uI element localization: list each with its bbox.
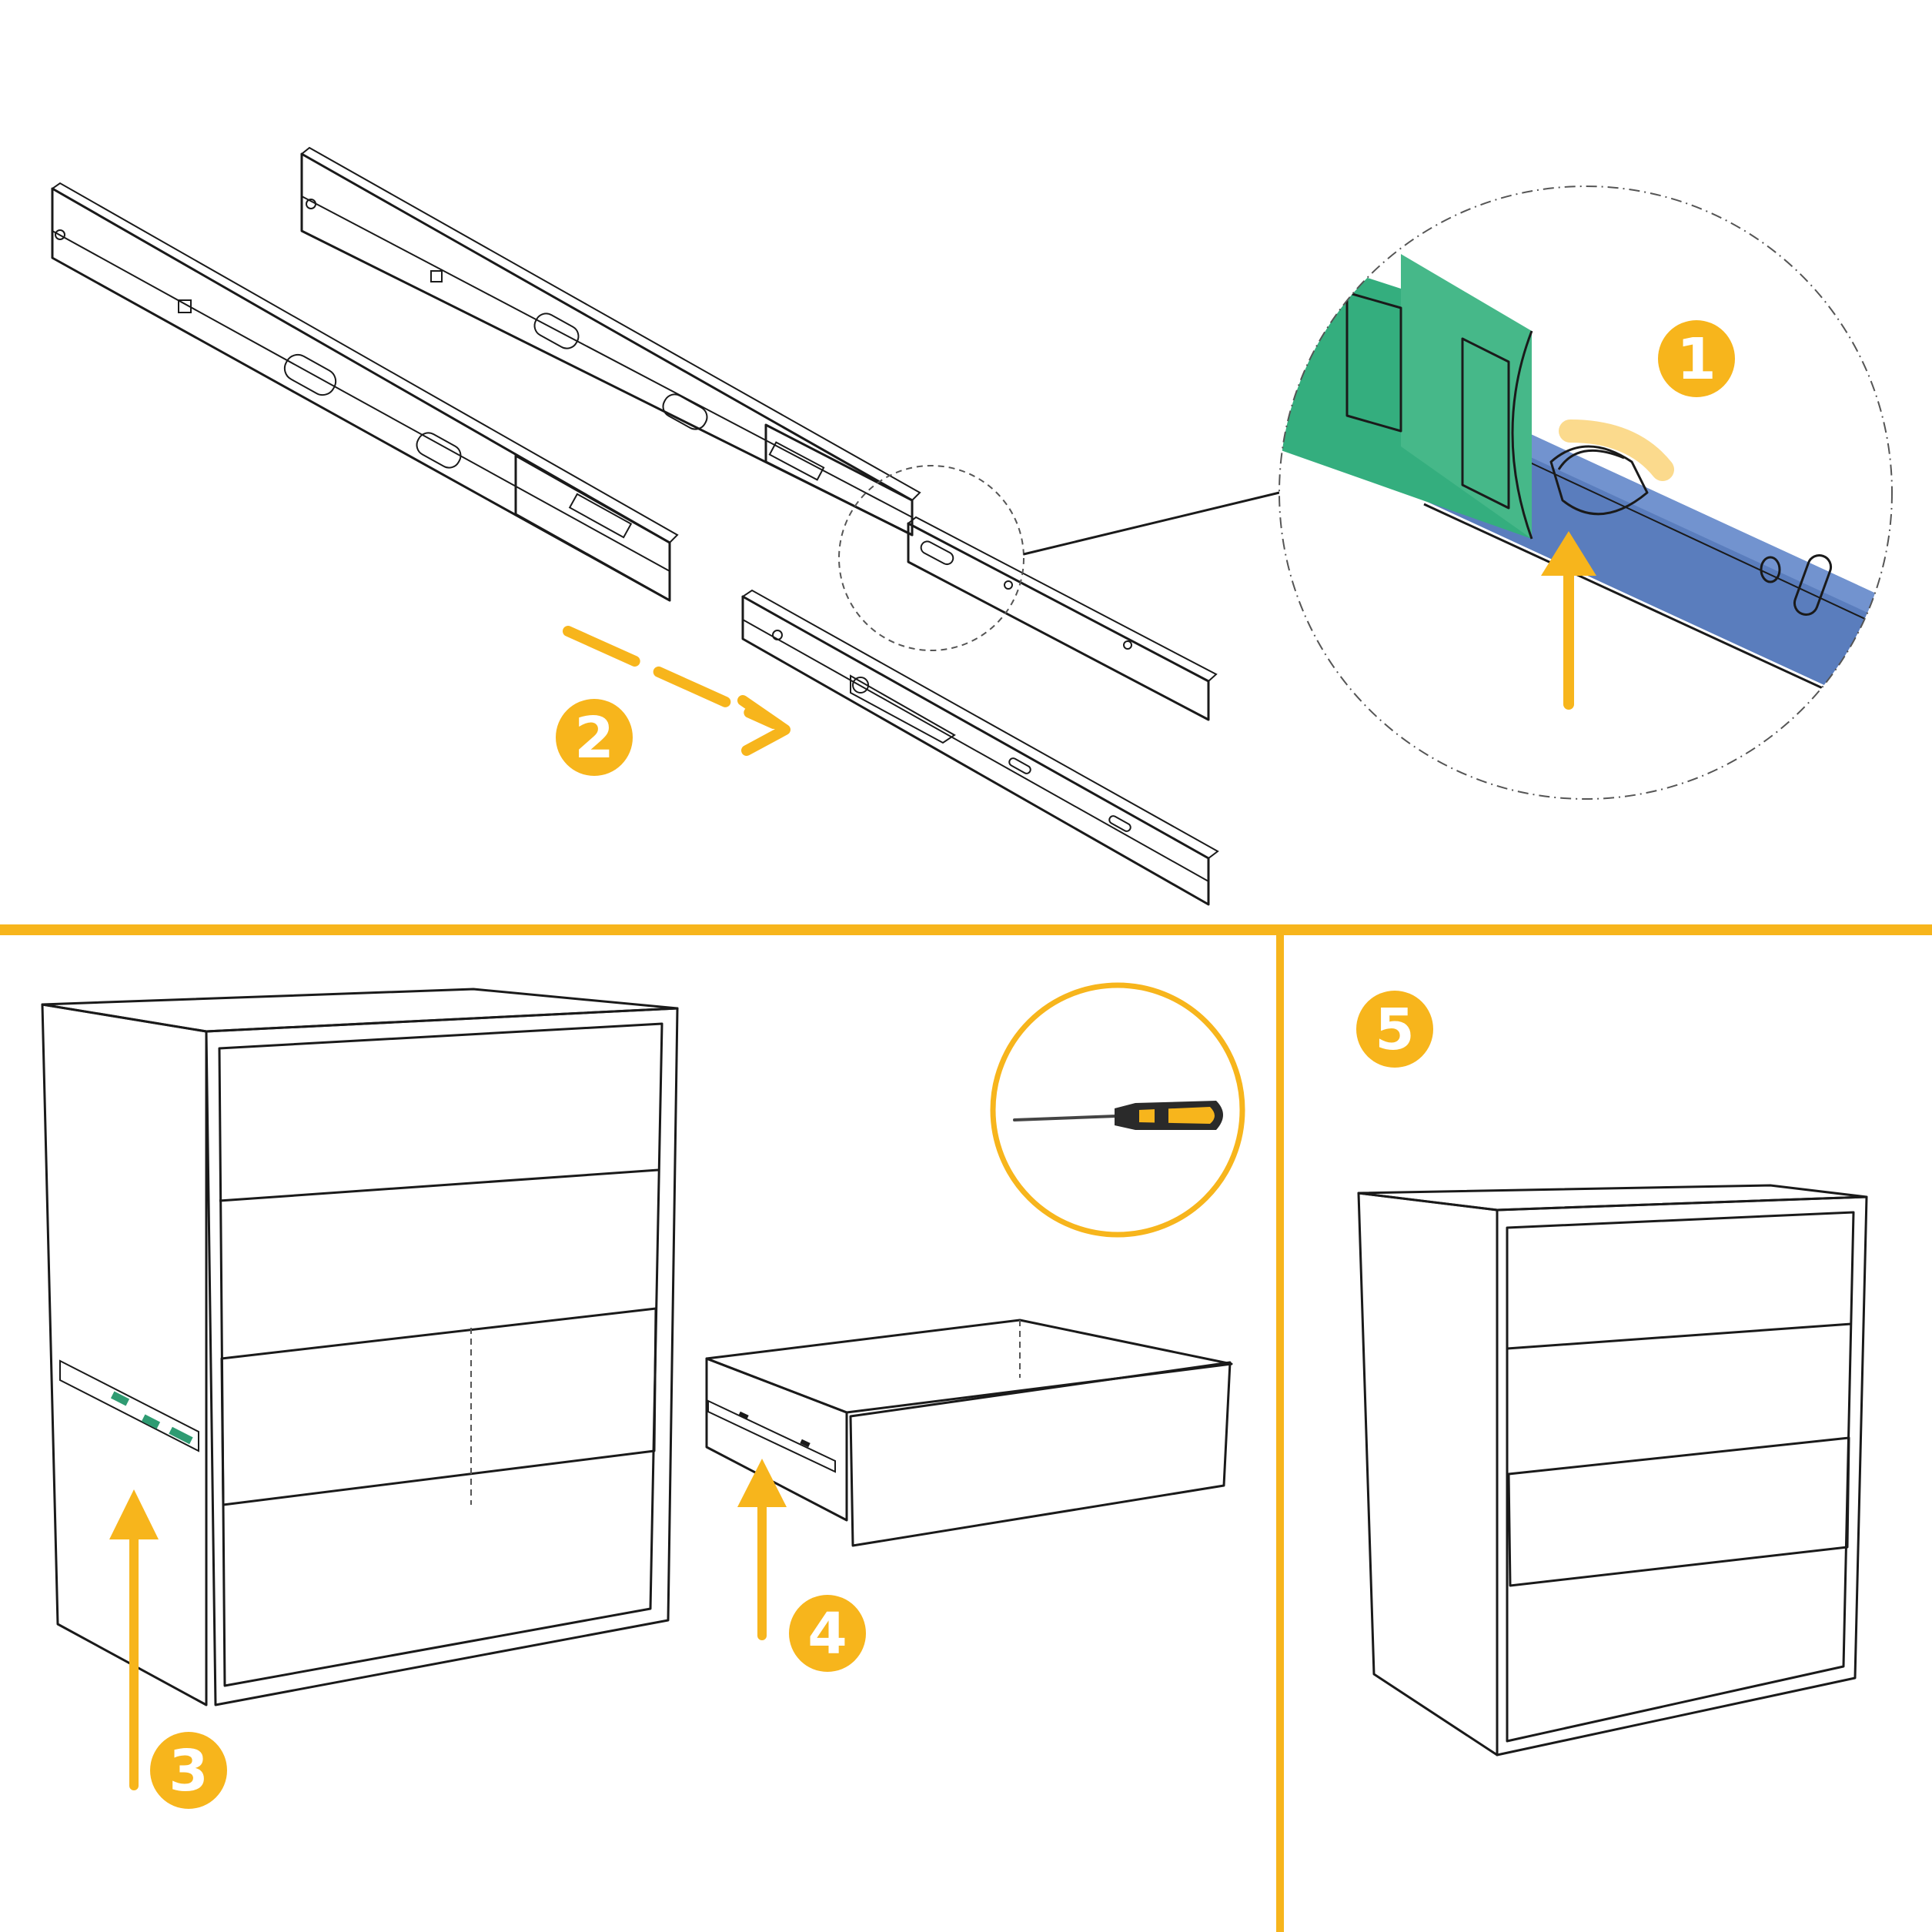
cabinet-step-3 xyxy=(41,988,679,1706)
svg-text:3: 3 xyxy=(169,1738,209,1804)
step-3-arrow xyxy=(109,1489,159,1790)
zoom-detail xyxy=(1279,186,1892,799)
step-badge-2: 2 xyxy=(556,699,633,776)
rail-rear-green xyxy=(300,146,1218,721)
zoom-leader-line xyxy=(1023,491,1280,556)
svg-text:2: 2 xyxy=(574,705,614,771)
svg-text:4: 4 xyxy=(807,1601,847,1667)
zoom-detail-border xyxy=(1279,186,1893,800)
step-badge-3: 3 xyxy=(150,1732,227,1809)
svg-text:1: 1 xyxy=(1676,326,1716,393)
step-badge-4: 4 xyxy=(789,1595,866,1672)
drawer-step-4 xyxy=(705,1319,1233,1547)
svg-text:5: 5 xyxy=(1375,997,1415,1063)
zoom-source-circle xyxy=(838,465,1024,651)
cabinet-step-5 xyxy=(1357,1184,1868,1757)
top-panel xyxy=(51,146,1893,906)
step-badge-1: 1 xyxy=(1658,320,1735,397)
tool-callout xyxy=(990,982,1245,1238)
rail-front-green xyxy=(51,182,679,602)
step-badge-5: 5 xyxy=(1356,991,1433,1068)
rail-drawer-member-blue xyxy=(741,589,1219,906)
step-4-arrow xyxy=(737,1459,787,1640)
step-2-arrow xyxy=(563,626,791,756)
step-1-arrow xyxy=(1541,531,1596,710)
screwdriver-icon xyxy=(1013,1101,1223,1130)
